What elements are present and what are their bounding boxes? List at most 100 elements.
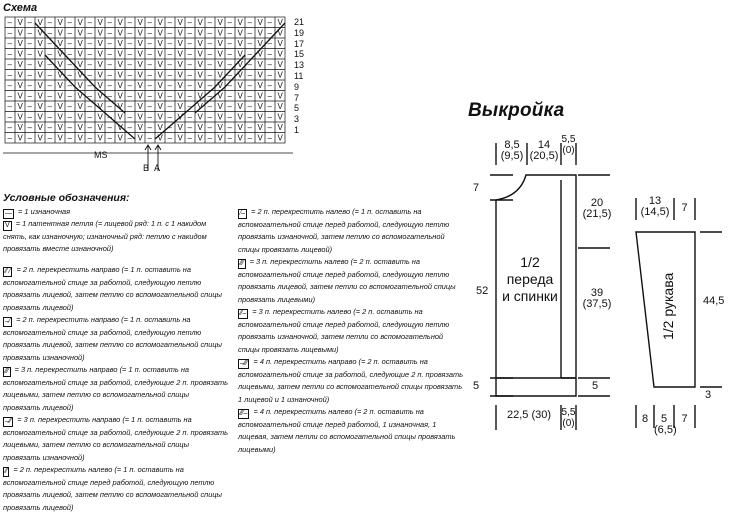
legend-symbol: — (3, 209, 14, 219)
legend-item: ⁄⁄ ⁄ = 2 п. перекрестить направо (= 1 п.… (3, 264, 228, 314)
chart-purl-symbol: – (128, 29, 133, 38)
chart-purl-symbol: – (148, 71, 153, 80)
chart-v-symbol: V (258, 39, 264, 48)
chart-purl-symbol: – (208, 71, 213, 80)
chart-v-symbol: V (278, 39, 284, 48)
chart-purl-symbol: – (108, 29, 113, 38)
chart-v-symbol: V (58, 71, 64, 80)
chart-v-symbol: V (258, 29, 264, 38)
chart-purl-symbol: – (8, 123, 13, 132)
chart-v-symbol: V (38, 50, 44, 59)
legend-item: –⁄ = 2 п. перекрестить направо (= 1 п. о… (3, 314, 228, 364)
chart-v-symbol: V (278, 71, 284, 80)
chart-v-symbol: V (158, 18, 164, 27)
chart-purl-symbol: – (128, 60, 133, 69)
legend-item: — = 1 изнаночная (3, 206, 228, 219)
chart-v-symbol: V (178, 50, 184, 59)
chart-v-symbol: V (118, 60, 124, 69)
chart-purl-symbol: – (128, 102, 133, 111)
chart-purl-symbol: – (68, 92, 73, 101)
chart-purl-symbol: – (28, 71, 33, 80)
row-number: 5 (294, 103, 300, 114)
legend-text: = 2 п. перекрестить налево (= 1 п. остав… (3, 465, 222, 512)
chart-purl-symbol: – (128, 50, 133, 59)
chart-purl-symbol: – (208, 92, 213, 101)
chart-v-symbol: V (198, 134, 204, 143)
chart-purl-symbol: – (188, 18, 193, 27)
chart-purl-symbol: – (68, 134, 73, 143)
chart-purl-symbol: – (208, 134, 213, 143)
chart-purl-symbol: – (88, 113, 93, 122)
chart-purl-symbol: – (128, 39, 133, 48)
chart-v-symbol: V (98, 102, 104, 111)
dim-armhole: 20 (21,5) (582, 197, 612, 220)
chart-purl-symbol: – (108, 39, 113, 48)
chart-v-symbol: V (98, 29, 104, 38)
chart-v-symbol: V (178, 102, 184, 111)
chart-v-symbol: V (18, 39, 24, 48)
chart-v-symbol: V (278, 18, 284, 27)
chart-v-symbol: V (118, 113, 124, 122)
dim-top-neck: 14 (20,5) (529, 139, 559, 162)
chart-purl-symbol: – (268, 71, 273, 80)
chart-purl-symbol: – (168, 29, 173, 38)
chart-purl-symbol: – (228, 71, 233, 80)
chart-v-symbol: V (118, 71, 124, 80)
chart-v-symbol: V (98, 81, 104, 90)
chart-v-symbol: V (118, 39, 124, 48)
chart-v-symbol: V (38, 39, 44, 48)
chart-purl-symbol: – (188, 81, 193, 90)
chart-purl-symbol: – (188, 29, 193, 38)
chart-purl-symbol: – (168, 39, 173, 48)
chart-purl-symbol: – (48, 81, 53, 90)
dim-sleeve-length: 44,5 (703, 295, 725, 307)
chart-v-symbol: V (138, 29, 144, 38)
chart-purl-symbol: – (148, 18, 153, 27)
chart-v-symbol: V (158, 92, 164, 101)
chart-purl-symbol: – (208, 18, 213, 27)
chart-purl-symbol: – (88, 39, 93, 48)
chart-purl-symbol: – (188, 39, 193, 48)
chart-purl-symbol: – (268, 123, 273, 132)
chart-v-symbol: V (198, 71, 204, 80)
chart-purl-symbol: – (68, 18, 73, 27)
chart-purl-symbol: – (88, 71, 93, 80)
chart-purl-symbol: – (148, 81, 153, 90)
chart-purl-symbol: – (8, 102, 13, 111)
chart-v-symbol: V (118, 123, 124, 132)
chart-purl-symbol: – (268, 39, 273, 48)
sleeve-piece-label: 1/2 рукава (660, 272, 676, 340)
chart-v-symbol: V (178, 39, 184, 48)
dim-top-edge: 5,5 (0) (561, 134, 576, 156)
chart-v-symbol: V (18, 60, 24, 69)
chart-v-symbol: V (138, 113, 144, 122)
chart-purl-symbol: – (88, 92, 93, 101)
chart-purl-symbol: – (248, 29, 253, 38)
chart-v-symbol: V (218, 71, 224, 80)
marker-arrow (154, 144, 162, 171)
chart-purl-symbol: – (48, 29, 53, 38)
chart-purl-symbol: – (248, 71, 253, 80)
chart-v-symbol: V (178, 113, 184, 122)
chart-purl-symbol: – (208, 123, 213, 132)
chart-v-symbol: V (38, 60, 44, 69)
chart-purl-symbol: – (48, 123, 53, 132)
legend-text: = 3 п. перекрестить направо (= 1 п. оста… (3, 365, 228, 412)
chart-purl-symbol: – (208, 60, 213, 69)
chart-purl-symbol: – (48, 60, 53, 69)
legend-item: ⁄⁄ = 2 п. перекрестить налево (= 1 п. ос… (3, 464, 228, 514)
chart-purl-symbol: – (188, 60, 193, 69)
chart-v-symbol: V (38, 18, 44, 27)
chart-purl-symbol: – (108, 50, 113, 59)
chart-v-symbol: V (78, 123, 84, 132)
legend-text: = 1 изнаночная (16, 207, 71, 216)
chart-v-symbol: V (98, 60, 104, 69)
chart-v-symbol: V (278, 123, 284, 132)
chart-purl-symbol: – (268, 29, 273, 38)
chart-purl-symbol: – (208, 39, 213, 48)
chart-purl-symbol: – (248, 50, 253, 59)
chart-v-symbol: V (58, 39, 64, 48)
chart-v-symbol: V (118, 102, 124, 111)
chart-purl-symbol: – (88, 81, 93, 90)
chart-purl-symbol: – (108, 71, 113, 80)
